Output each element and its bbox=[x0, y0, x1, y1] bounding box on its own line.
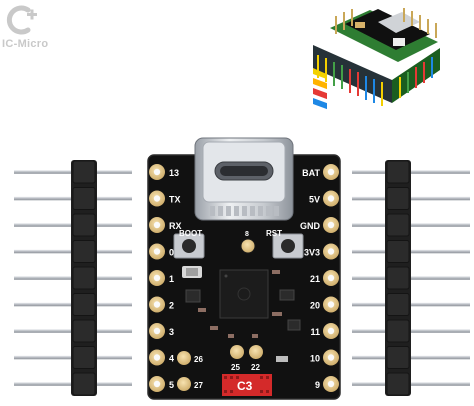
center-pin-label: 8 bbox=[245, 231, 249, 238]
pin-label-left: 3 bbox=[169, 327, 174, 337]
pin-label-left: 1 bbox=[169, 274, 174, 284]
header-segment bbox=[386, 372, 410, 396]
pad-hole bbox=[327, 221, 335, 229]
smd-components bbox=[182, 266, 301, 362]
pin-label-right: 21 bbox=[310, 274, 320, 284]
pad-hole bbox=[153, 274, 161, 282]
right-pin-labels: BAT 5V GND 3V3 21 20 11 10 9 bbox=[300, 168, 321, 390]
header-segment bbox=[386, 160, 410, 184]
rst-button bbox=[272, 233, 304, 259]
header-segment bbox=[72, 187, 96, 210]
pad-hole bbox=[153, 301, 161, 308]
left-castellated-pads bbox=[149, 164, 165, 392]
header-segment bbox=[72, 240, 96, 263]
brand-logo bbox=[0, 0, 80, 56]
header-segment bbox=[72, 293, 96, 316]
header-segment bbox=[72, 266, 96, 290]
pin-label-right: 20 bbox=[310, 301, 320, 311]
header-segment bbox=[386, 213, 410, 237]
pin-27-label: 27 bbox=[194, 381, 203, 390]
header-segment bbox=[72, 372, 96, 396]
header-segment bbox=[386, 346, 410, 369]
right-pin-header bbox=[352, 160, 470, 396]
header-segment bbox=[386, 240, 410, 263]
pin-label-left: 13 bbox=[169, 168, 179, 178]
pad-hole bbox=[153, 248, 161, 255]
header-segment bbox=[386, 266, 410, 290]
pad-hole bbox=[153, 327, 161, 335]
boot-button bbox=[173, 233, 205, 259]
left-pin-header bbox=[14, 160, 132, 396]
pin-label-right: BAT bbox=[302, 168, 320, 178]
right-castellated-pads bbox=[323, 164, 339, 392]
pad-hole bbox=[327, 354, 335, 361]
pad-hole bbox=[327, 274, 335, 282]
pin-label-left: TX bbox=[169, 195, 181, 205]
pin-label-right: 11 bbox=[310, 327, 320, 337]
pin-label-left: RX bbox=[169, 221, 182, 231]
pad-hole bbox=[153, 380, 161, 388]
header-segment bbox=[386, 187, 410, 210]
header-segment bbox=[386, 319, 410, 343]
pin-label-left: 5 bbox=[169, 380, 174, 390]
pin-label-left: 2 bbox=[169, 301, 174, 311]
center-pad bbox=[240, 238, 256, 254]
rst-label: RST bbox=[266, 229, 282, 238]
pad-hole bbox=[327, 195, 335, 202]
pad-hole bbox=[153, 221, 161, 229]
pad-hole bbox=[327, 248, 335, 255]
pin-label-right: 5V bbox=[309, 195, 320, 205]
header-segment bbox=[386, 293, 410, 316]
pin-25-label: 25 bbox=[231, 363, 240, 372]
pad-hole bbox=[153, 168, 161, 176]
pad-hole bbox=[327, 168, 335, 176]
logo-mark-icon bbox=[6, 5, 37, 35]
header-segment bbox=[72, 346, 96, 369]
pin-label-left: 0 bbox=[169, 248, 174, 258]
usb-c-connector bbox=[194, 137, 294, 221]
c3-badge: C3 bbox=[222, 374, 272, 396]
header-segment bbox=[72, 160, 96, 184]
pin-label-right: 3V3 bbox=[304, 248, 320, 258]
pin-label-right: GND bbox=[300, 221, 321, 231]
c3-badge-text: C3 bbox=[237, 379, 253, 393]
pin-22-label: 22 bbox=[251, 363, 260, 372]
boot-label: BOOT bbox=[179, 229, 202, 238]
pin-label-right: 9 bbox=[315, 380, 320, 390]
pad-hole bbox=[327, 301, 335, 308]
pad-hole bbox=[153, 195, 161, 202]
inner-pads bbox=[177, 345, 263, 391]
brand-logo-text: IC-Micro bbox=[2, 38, 49, 50]
pin-26-label: 26 bbox=[194, 355, 203, 364]
pin-label-left: 4 bbox=[169, 354, 174, 364]
header-segment bbox=[72, 319, 96, 343]
pad-hole bbox=[327, 327, 335, 335]
header-segment bbox=[72, 213, 96, 237]
pad-hole bbox=[153, 354, 161, 361]
pad-hole bbox=[327, 380, 335, 388]
pin-label-right: 10 bbox=[310, 354, 320, 364]
esp32-c3-chip bbox=[219, 269, 269, 319]
assembled-board-photo bbox=[313, 8, 440, 110]
